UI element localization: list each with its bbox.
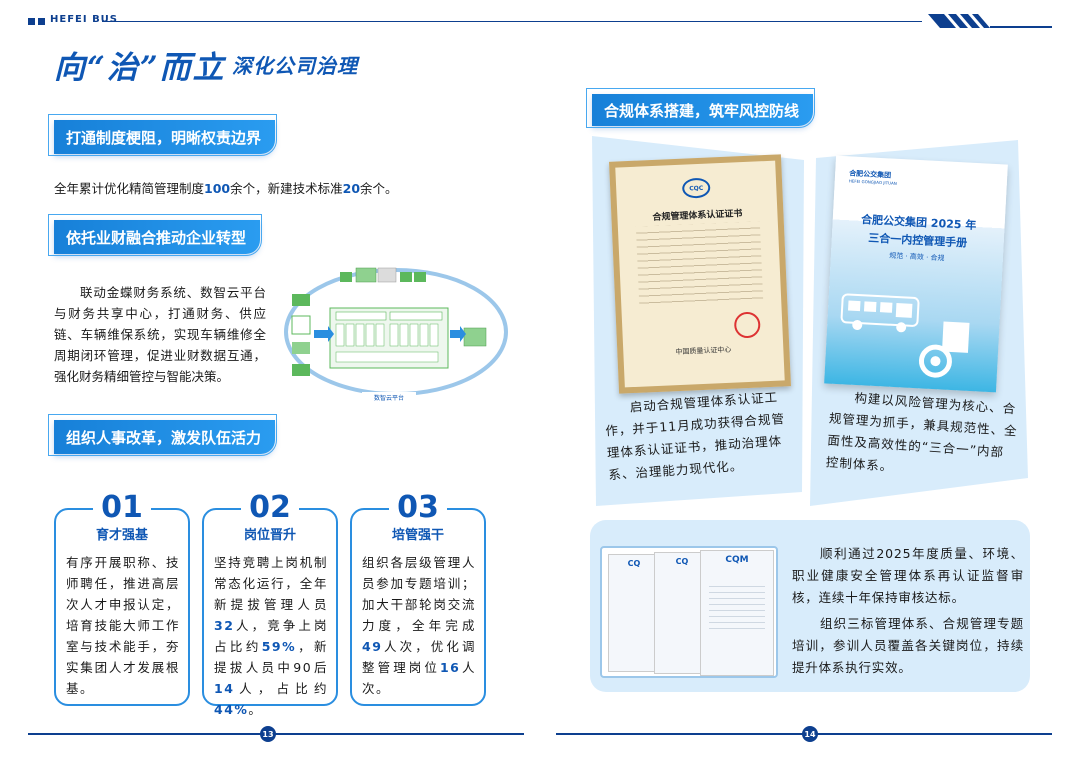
page-subtitle: 深化公司治理 [232, 54, 358, 78]
card-number-highlight: 16 [439, 660, 461, 675]
card-text: 。 [248, 702, 263, 717]
card-heading: 育才强基 [95, 528, 148, 543]
card-training: 03 培管强干 组织各层级管理人员参加专题培训；加大干部轮岗交流力度，全年完成 4… [350, 490, 486, 706]
page-number-left: 13 [260, 726, 276, 742]
section1-text-a: 全年累计优化精简管理制度 [54, 181, 205, 196]
header-marks [28, 18, 45, 25]
section1-num-b: 20 [342, 181, 361, 196]
page-number-right: 14 [802, 726, 818, 742]
card-number: 01 [93, 490, 151, 525]
cert-logo-text: CQM [725, 555, 749, 565]
card-text: 人，竞争上岗占比约 [214, 618, 328, 654]
card-number-highlight: 44% [214, 702, 249, 717]
section-banner-3: 组织人事改革，激发队伍活力 [47, 414, 278, 456]
diagram-caption: 数智云平台 [374, 394, 404, 402]
header-rule [102, 21, 922, 22]
bus-gear-illustration-icon [840, 293, 970, 378]
card-text: ，新提拔人员中90后 [214, 639, 328, 675]
right-banner: 合规体系搭建，筑牢风控防线 [585, 88, 816, 128]
iso-cert-1: CQ [608, 554, 660, 672]
section1-num-a: 100 [204, 181, 231, 196]
section1-text: 全年累计优化精简管理制度100余个，新建技术标准20余个。 [54, 178, 474, 199]
cert-text-lines [709, 581, 765, 631]
card-number-highlight: 32 [214, 618, 235, 633]
header-stripes-icon [928, 14, 1052, 28]
section-banner-1: 打通制度梗阻，明晰权责边界 [47, 114, 278, 156]
card-number-highlight: 59% [261, 639, 297, 654]
card-text: 人，占比约 [234, 681, 328, 696]
cert-issuer: 中国质量认证中心 [675, 345, 732, 357]
card-number-highlight: 49 [362, 639, 383, 654]
card-text: 坚持竞聘上岗机制常态化运行，全年新提拔管理人员 [214, 555, 328, 612]
card-number-highlight: 14 [214, 681, 235, 696]
card-promotion: 02 岗位晋升 坚持竞聘上岗机制常态化运行，全年新提拔管理人员 32人，竞争上岗占… [202, 490, 338, 717]
card-talent: 01 育才强基 有序开展职称、技师聘任，推进高层次人才申报认定，培育技能大师工作… [54, 490, 190, 706]
compliance-certificate: CQC 合规管理体系认证证书 中国质量认证中心 [609, 154, 791, 394]
audit-text-1: 顺利通过2025年度质量、环境、职业健康安全管理体系再认证监督审核，连续十年保持… [792, 546, 1024, 605]
handbook-caption: 构建以风险管理为核心、合规管理为抓手，兼具规范性、全面性及高效性的“三合一”内部… [825, 390, 1019, 474]
section1-text-c: 余个。 [360, 181, 398, 196]
finance-system-diagram: 数智云平台 [284, 267, 508, 402]
cert-seal-icon [733, 311, 761, 339]
audit-text-2: 组织三标管理体系、合规管理专题培训，参训人员覆盖各关键岗位，持续提升体系执行实效… [792, 616, 1024, 675]
section1-text-b: 余个，新建技术标准 [230, 181, 343, 196]
card-number: 02 [241, 490, 299, 525]
control-handbook-cover: 合肥公交集团 HEFEI GONGJIAO JITUAN 合肥公交集团 2025… [824, 155, 1008, 393]
card-heading: 岗位晋升 [243, 528, 296, 543]
iso-certificates-frame: CQ CQ CQM [600, 546, 778, 678]
iso-cert-3: CQM [700, 550, 774, 676]
card-body: 组织各层级管理人员参加专题培训；加大干部轮岗交流力度，全年完成 49人次，优化调整… [362, 552, 476, 699]
cert-logo-text: CQ [675, 557, 689, 566]
cert-caption: 启动合规管理体系认证工作，并于11月成功获得合规管理体系认证证书，推动治理体系、… [604, 389, 786, 483]
card-heading: 培管强干 [391, 528, 444, 543]
section2-paragraph: 联动金蝶财务系统、数智云平台与财务共享中心，打通财务、供应链、车辆维保系统，实现… [54, 285, 266, 384]
page-title: 向“治”而立 [54, 50, 226, 86]
card-text: 组织各层级管理人员参加专题培训；加大干部轮岗交流力度，全年完成 [362, 555, 476, 633]
section-banner-2: 依托业财融合推动企业转型 [47, 214, 263, 256]
cert-logo-text: CQ [627, 559, 641, 568]
card-body: 有序开展职称、技师聘任，推进高层次人才申报认定，培育技能大师工作室与技术能手，夯… [66, 555, 180, 696]
footer-rule-left [28, 733, 524, 735]
cert-text-lines [635, 221, 764, 307]
card-number: 03 [389, 490, 447, 525]
cqc-logo-icon: CQC [681, 177, 711, 199]
card-text: 人次。 [362, 660, 476, 696]
card-body: 坚持竞聘上岗机制常态化运行，全年新提拔管理人员 32人，竞争上岗占比约59%，新提… [214, 552, 328, 720]
card-text: 人次，优化调整管理岗位 [362, 639, 476, 675]
brand-label: HEFEI BUS [50, 14, 119, 25]
